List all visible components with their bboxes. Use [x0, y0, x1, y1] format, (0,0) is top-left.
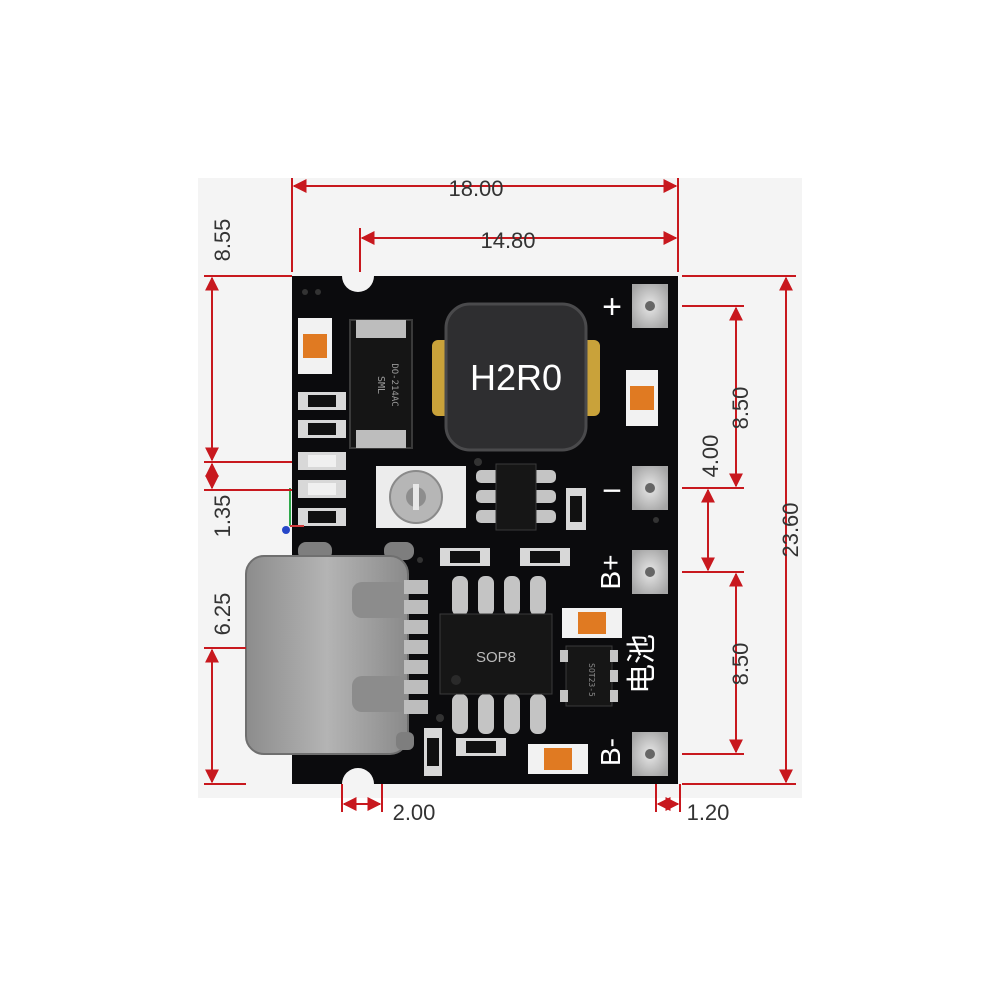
ic-label: SOP8 [476, 649, 516, 666]
vias [302, 289, 659, 722]
capacitor-top-left [298, 318, 332, 374]
dimension-lines [204, 178, 796, 812]
dim-top-width: 18.00 [448, 176, 503, 201]
battery-label: 电池 [626, 634, 659, 694]
sop8-ic: SOP8 [439, 576, 553, 734]
resistor-small [566, 488, 586, 530]
pcb-board: SML DO-214AC H2R0 [245, 276, 678, 784]
resistor-bottom [424, 728, 506, 776]
axis-marker-icon [282, 488, 304, 534]
bplus-label: B+ [595, 554, 626, 589]
minus-label: − [602, 472, 622, 510]
dim-right-upper: 8.50 [728, 387, 753, 430]
dim-inner-width: 14.80 [480, 228, 535, 253]
capacitor-right [626, 370, 658, 426]
sot-label: SOT23-5 [587, 663, 596, 697]
plus-label: + [602, 288, 622, 326]
dim-bottom-notch: 2.00 [393, 800, 436, 825]
terminal-pads [632, 284, 668, 776]
resistor-row [440, 548, 570, 566]
dim-left-top: 8.55 [210, 219, 235, 262]
bminus-label: B- [595, 738, 626, 766]
inductor: H2R0 [432, 302, 600, 452]
sot23-chip: SOT23-5 [560, 645, 618, 707]
capacitor-mid-right [562, 608, 622, 638]
resistor-column [298, 392, 346, 526]
dim-right-total: 23.60 [778, 502, 803, 557]
potentiometer [376, 466, 466, 528]
diode-label-2: DO-214AC [389, 363, 399, 406]
dim-left-mid: 1.35 [210, 495, 235, 538]
dim-right-lower: 8.50 [728, 643, 753, 686]
inductor-label: H2R0 [470, 357, 562, 398]
transistor-chip [476, 463, 556, 531]
diode-label-1: SML [375, 376, 386, 394]
dim-left-bottom: 6.25 [210, 593, 235, 636]
dim-bottom-right: 1.20 [687, 800, 730, 825]
dimension-labels: 18.00 14.80 8.55 1.35 6.25 2.00 1.20 8.5… [210, 176, 803, 825]
dim-right-gap: 4.00 [698, 435, 723, 478]
usb-c-connector [245, 542, 428, 755]
capacitor-bottom [528, 744, 588, 774]
diode-sml: SML DO-214AC [349, 319, 413, 449]
